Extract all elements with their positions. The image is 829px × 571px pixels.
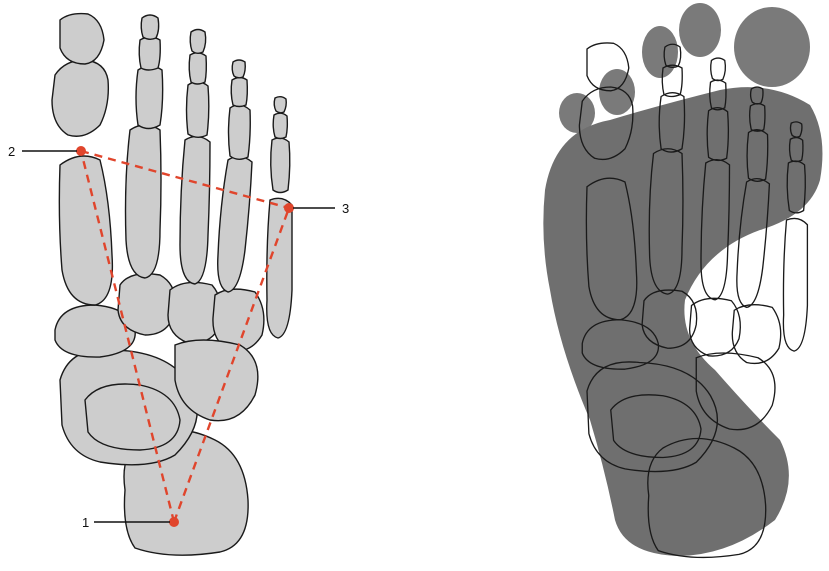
tripod-point-2 bbox=[76, 146, 86, 156]
tripod-point-3 bbox=[284, 203, 294, 213]
point-label-1: 1 bbox=[82, 515, 89, 530]
foot-pressure-shadow-icon bbox=[543, 3, 822, 557]
point-label-3: 3 bbox=[342, 201, 349, 216]
foot-skeleton-icon bbox=[52, 14, 292, 556]
point-label-2: 2 bbox=[8, 144, 15, 159]
tripod-point-1 bbox=[169, 517, 179, 527]
